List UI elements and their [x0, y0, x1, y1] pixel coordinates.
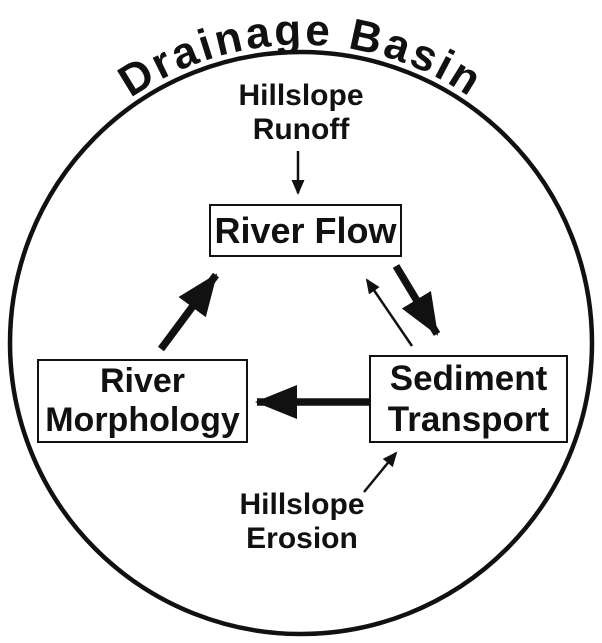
hillslope-erosion-label: Hillslope Erosion: [152, 488, 452, 556]
sediment-transport-line2: Transport: [387, 400, 550, 439]
node-river-morphology: River Morphology: [37, 359, 248, 443]
arrow-river-flow-to-sediment-transport: [392, 264, 441, 336]
hillslope-runoff-line1: Hillslope: [238, 79, 364, 112]
hillslope-runoff-line2: Runoff: [252, 113, 350, 146]
basin-circle: [7, 49, 595, 637]
river-morphology-line2: Morphology: [45, 401, 240, 439]
arrow-river-morphology-to-river-flow: [157, 272, 220, 352]
river-flow-label: River Flow: [214, 209, 397, 251]
sediment-transport-line1: Sediment: [389, 359, 548, 398]
hillslope-erosion-line2: Erosion: [246, 522, 358, 555]
hillslope-runoff-label: Hillslope Runoff: [151, 79, 451, 147]
hillslope-erosion-line1: Hillslope: [239, 488, 365, 521]
node-sediment-transport: Sediment Transport: [369, 355, 568, 443]
node-river-flow: River Flow: [209, 204, 402, 257]
river-morphology-line1: River: [99, 362, 186, 400]
arrow-hillslope-erosion-to-sediment-transport: [363, 451, 398, 493]
arrow-sediment-transport-to-river-flow: [365, 278, 414, 347]
